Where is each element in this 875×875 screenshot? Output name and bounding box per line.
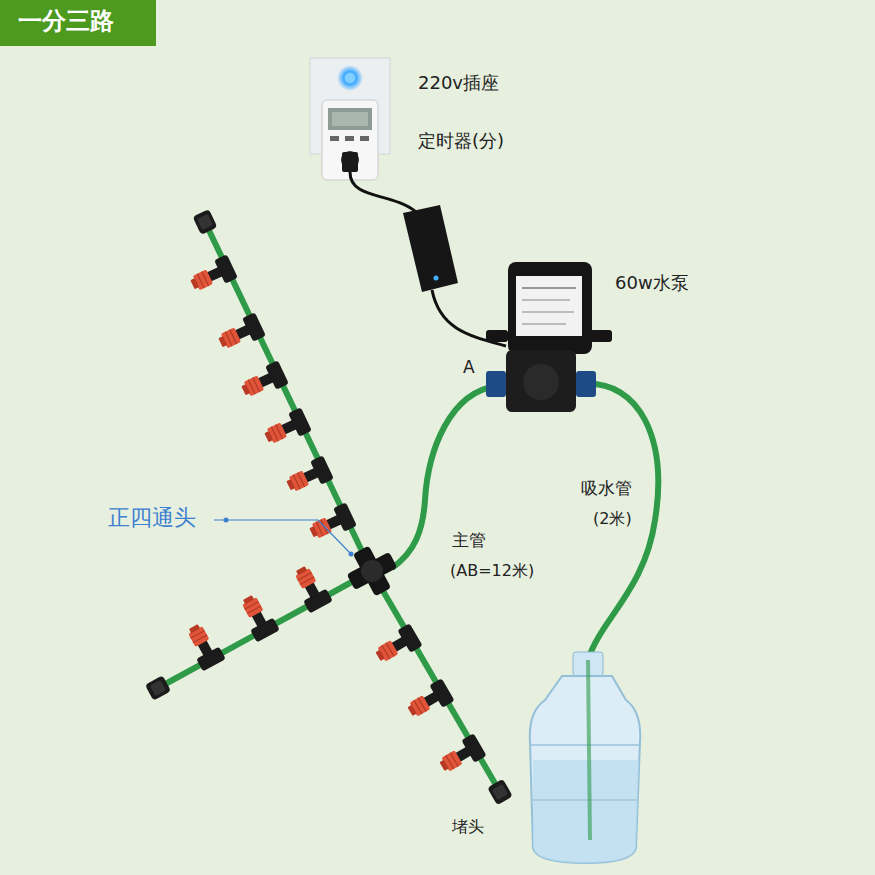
leader-dot bbox=[224, 518, 229, 523]
main-hose bbox=[392, 386, 497, 568]
leader-dot bbox=[349, 552, 354, 557]
part-label: 定时器(分) bbox=[418, 130, 504, 152]
nozzle-branches bbox=[145, 209, 513, 805]
power-cable bbox=[350, 172, 416, 212]
part-label: 堵头 bbox=[452, 817, 484, 836]
part-label: 正四通头 bbox=[108, 505, 196, 531]
part-label: 220v插座 bbox=[418, 72, 499, 94]
title-banner bbox=[0, 0, 156, 46]
part-label: 60w水泵 bbox=[615, 272, 689, 294]
dimension-label: (AB=12米) bbox=[450, 561, 534, 580]
dimension-label: (2米) bbox=[593, 509, 632, 528]
part-label: 吸水管 bbox=[581, 478, 632, 498]
suction-hose bbox=[583, 384, 658, 660]
point-label: A bbox=[463, 357, 475, 377]
title: 一分三路 bbox=[18, 7, 114, 36]
part-label: 主管 bbox=[452, 530, 486, 550]
water-pump bbox=[486, 262, 612, 412]
leader-line bbox=[214, 520, 350, 553]
water-bottle bbox=[530, 652, 640, 863]
power-adapter bbox=[403, 205, 458, 292]
socket-timer bbox=[310, 58, 390, 180]
